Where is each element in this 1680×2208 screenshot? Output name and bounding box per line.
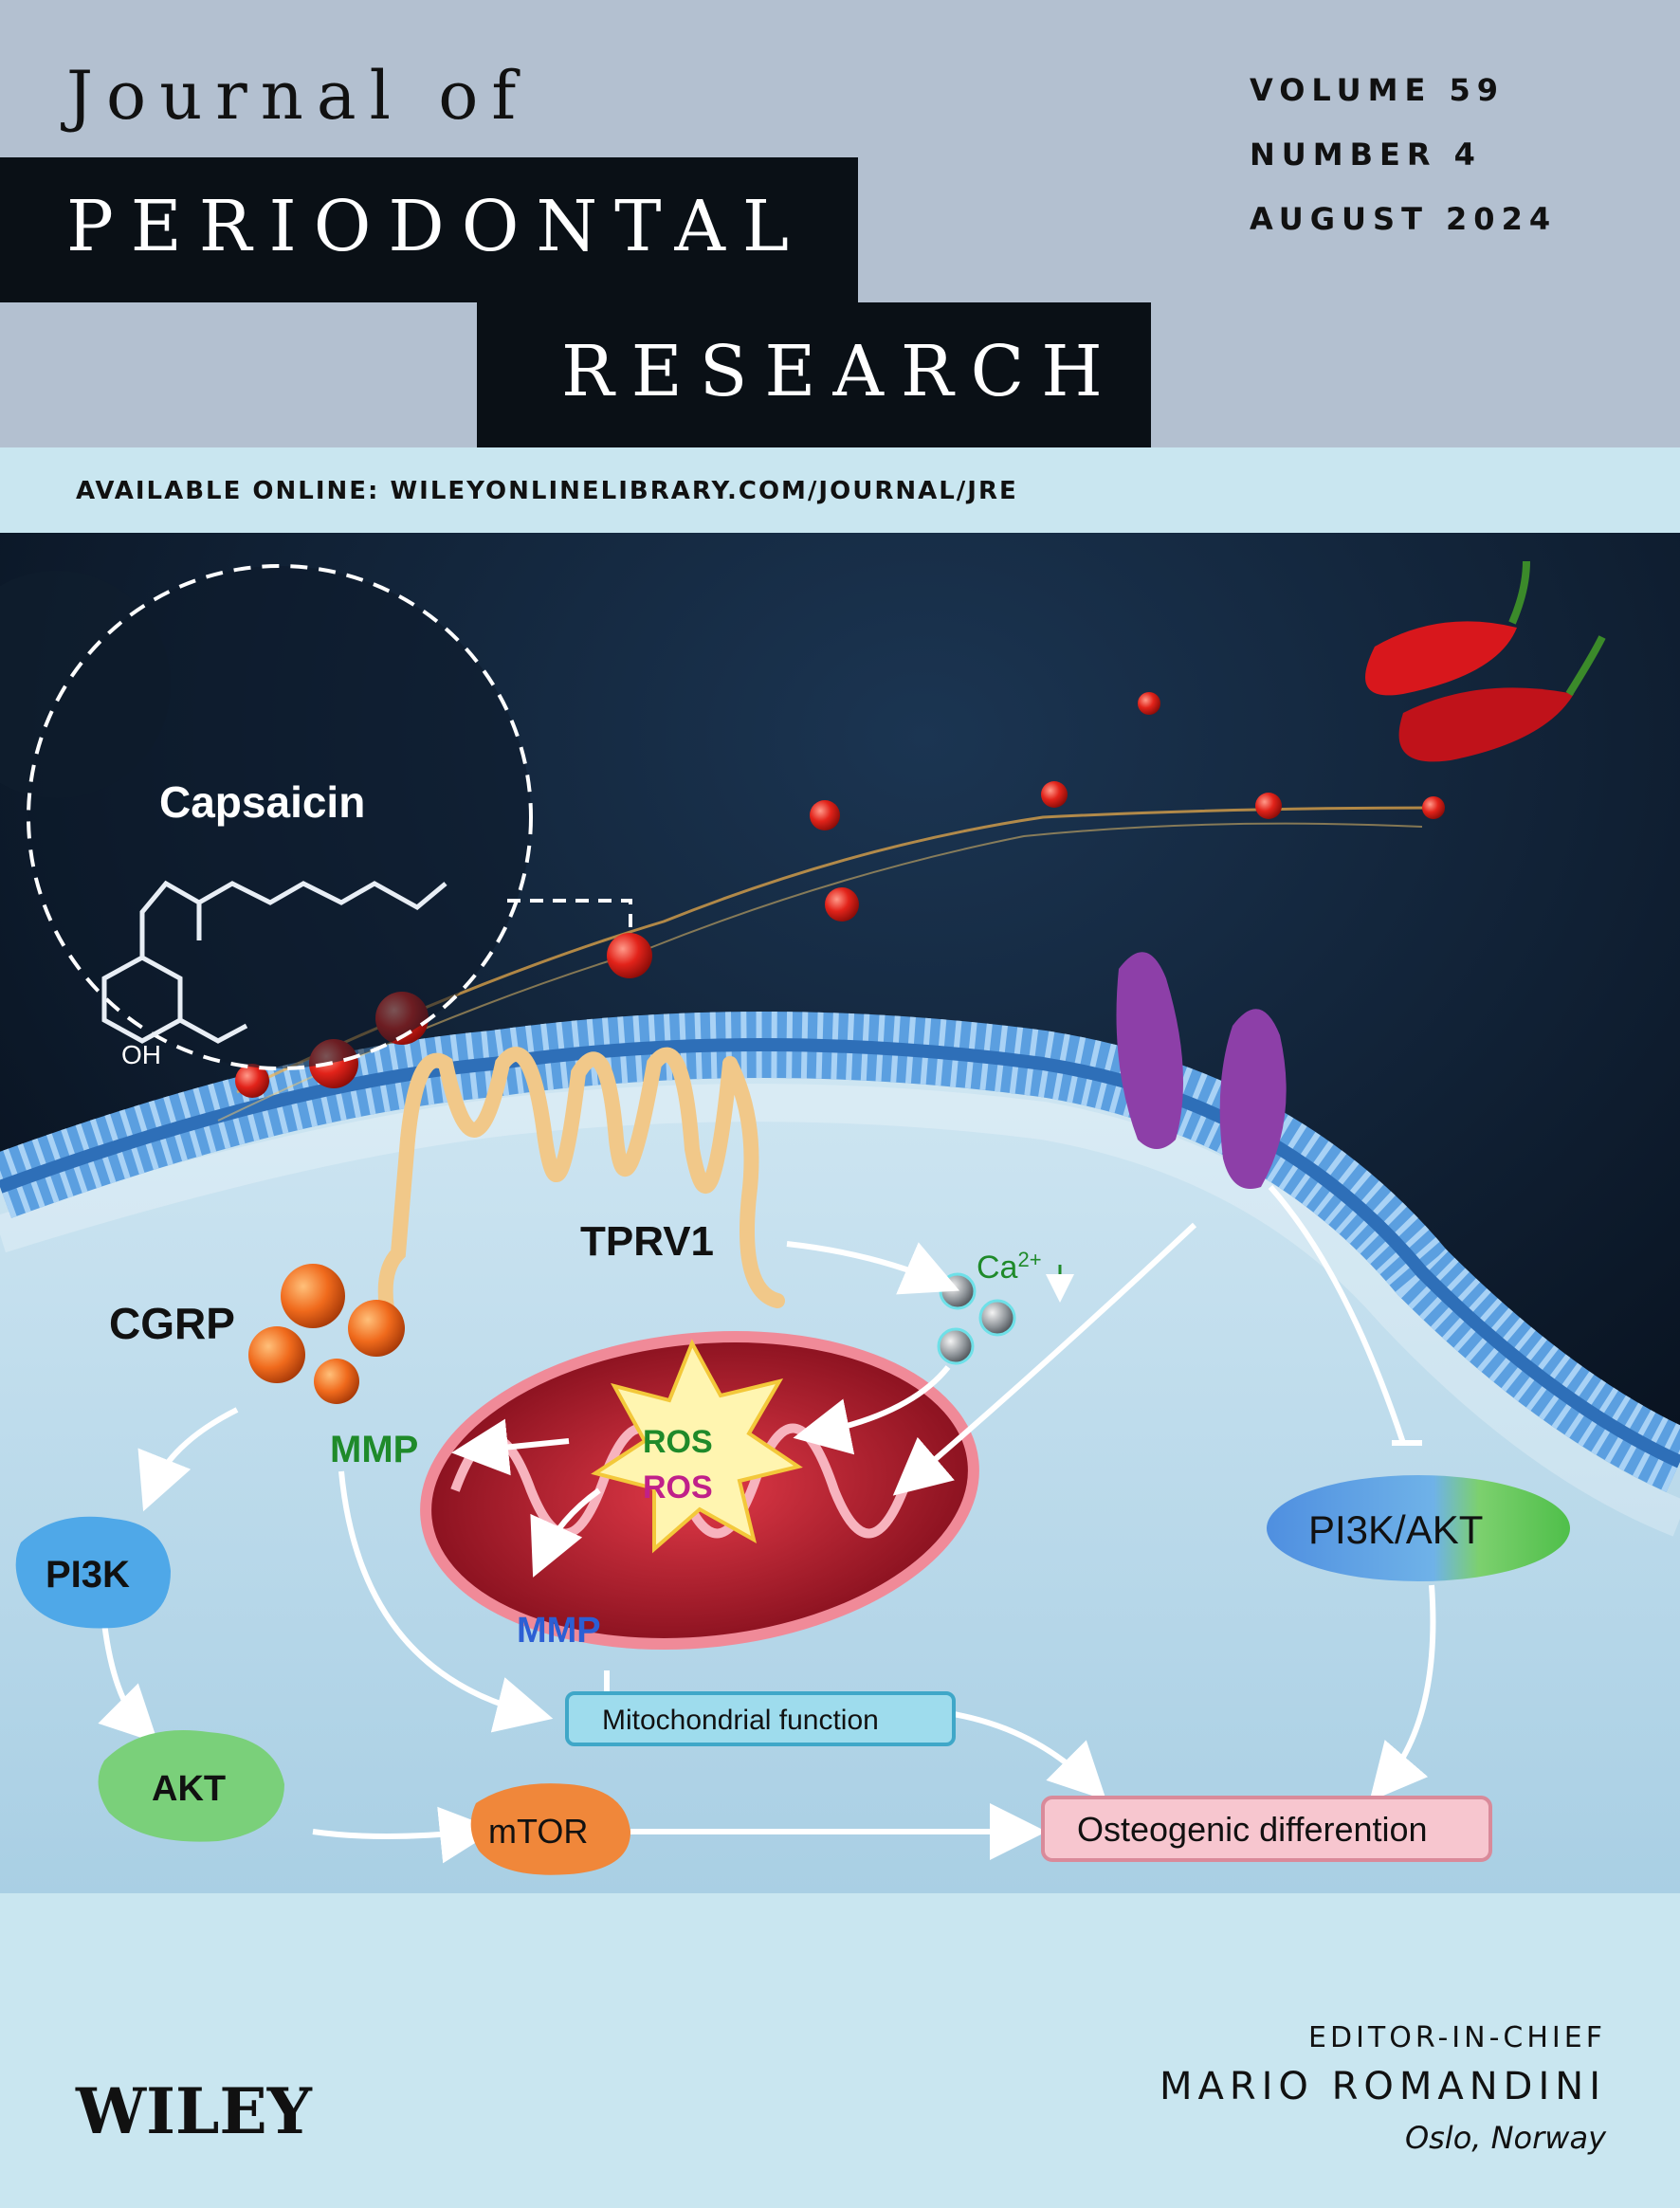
- volume-label: VOLUME 59: [1250, 72, 1506, 108]
- availability-link[interactable]: AVAILABLE ONLINE: WILEYONLINELIBRARY.COM…: [76, 477, 1018, 505]
- pi3k-akt-node: [1267, 1475, 1570, 1581]
- pi3k-akt-label: PI3K/AKT: [1308, 1507, 1483, 1552]
- title-bar-top: [0, 157, 858, 302]
- calcium-label: Ca2+: [977, 1248, 1042, 1286]
- date-label: AUGUST 2024: [1250, 201, 1558, 237]
- editor-in-chief-name: MARIO ROMANDINI: [1159, 2065, 1606, 2108]
- cgrp-particle: [281, 1264, 345, 1328]
- cover-illustration: Capsaicin OH CGRP TPRV1 Ca2+ ROS ROS MMP…: [0, 533, 1680, 1893]
- mtor-label: mTOR: [488, 1812, 588, 1851]
- capsaicin-particle: [810, 800, 840, 830]
- cytoplasm-highlight: [0, 1084, 1680, 1537]
- capsaicin-particle: [1422, 796, 1445, 819]
- pi3k-node: [15, 1516, 171, 1629]
- capsaicin-zoom-circle: [27, 564, 533, 1070]
- capsaicin-structure: [101, 880, 447, 1044]
- mmp-down-label: MMP: [330, 1429, 418, 1470]
- editor-in-chief-label: EDITOR-IN-CHIEF: [1308, 2021, 1606, 2054]
- calcium-charge: 2+: [1017, 1248, 1041, 1271]
- receptor-icon: [1116, 952, 1287, 1189]
- pathway-arrows: [98, 1185, 1436, 1864]
- capsaicin-label: Capsaicin: [159, 777, 365, 827]
- osteogenic-box: [1041, 1796, 1492, 1862]
- footer: [0, 1893, 1680, 2208]
- ros-up-label: ROS: [643, 1469, 713, 1505]
- mmp-up-label: MMP: [517, 1611, 601, 1651]
- title-bar-bottom: [477, 302, 1151, 447]
- capsaicin-particle: [825, 887, 859, 922]
- akt-node: [98, 1730, 284, 1842]
- membrane-core: [0, 1038, 1680, 1469]
- number-label: NUMBER 4: [1250, 137, 1482, 173]
- journal-title-research: RESEARCH: [561, 331, 1120, 412]
- cgrp-label: CGRP: [109, 1299, 235, 1348]
- journal-of-text: Journal of: [66, 57, 530, 135]
- osteogenic-label: Osteogenic differention: [1077, 1810, 1428, 1849]
- mitochondrial-function-label: Mitochondrial function: [602, 1705, 879, 1736]
- publisher-logo: WILEY: [76, 2074, 312, 2148]
- chili-pepper-icon: [1365, 560, 1606, 762]
- journal-title-periodontal: PERIODONTAL: [66, 186, 807, 267]
- capsaicin-particle: [607, 933, 652, 978]
- calcium-base: Ca: [977, 1250, 1018, 1286]
- mitochondrial-function-box: [565, 1691, 956, 1746]
- capsaicin-particle: [1255, 793, 1282, 819]
- ros-down-label: ROS: [643, 1424, 713, 1460]
- mtor-node: [470, 1783, 630, 1875]
- zoom-connector: [507, 899, 632, 931]
- calcium-ion: [978, 1299, 1016, 1337]
- ros-burst-icon: [591, 1339, 803, 1554]
- calcium-ion: [937, 1327, 975, 1365]
- calcium-ion: [939, 1272, 977, 1310]
- cgrp-particle: [248, 1326, 305, 1383]
- tprv1-label: TPRV1: [580, 1218, 714, 1265]
- hydroxyl-label: OH: [121, 1040, 161, 1069]
- capsaicin-particle: [1041, 781, 1068, 808]
- availability-strip: [0, 447, 1680, 533]
- molecule-trail-2: [217, 822, 1423, 1122]
- capsaicin-particle: [1138, 692, 1160, 715]
- cgrp-particle: [348, 1300, 405, 1357]
- capsaicin-particle: [235, 1064, 269, 1098]
- pi3k-label: PI3K: [46, 1554, 130, 1596]
- cgrp-particle: [314, 1359, 359, 1404]
- akt-label: AKT: [152, 1769, 226, 1809]
- pathway-diagram: Capsaicin OH CGRP TPRV1 Ca2+ ROS ROS MMP…: [0, 533, 1680, 1893]
- editor-location: Oslo, Norway: [1404, 2120, 1606, 2156]
